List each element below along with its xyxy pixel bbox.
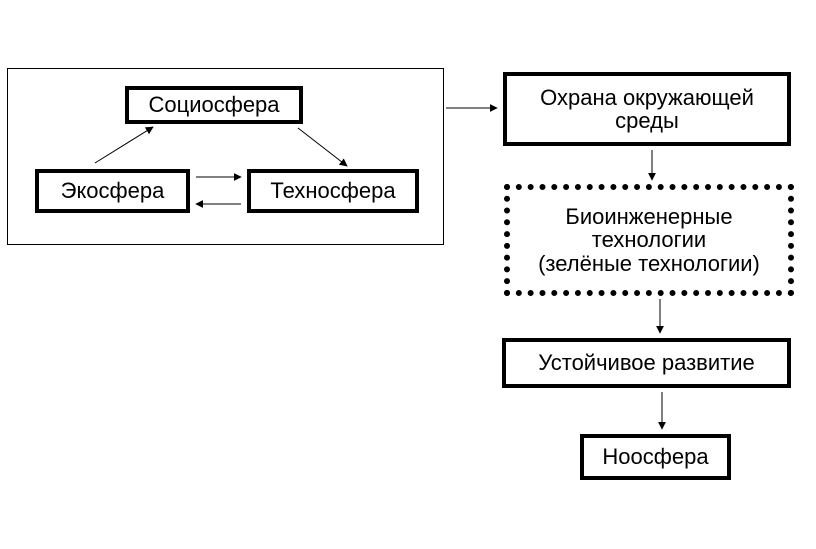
node-technosphere-label: Техносфера [270, 178, 396, 204]
node-sociosphere: Социосфера [125, 86, 303, 124]
node-sustainable-development-label: Устойчивое развитие [538, 350, 755, 376]
node-bioengineering-line-3: (зелёные технологии) [538, 250, 760, 276]
node-noosphere-label: Ноосфера [602, 444, 709, 470]
node-bioengineering-line-2: технологии [591, 227, 707, 253]
node-environment-protection-line-1: Охрана окружающей [540, 84, 754, 110]
node-sustainable-development: Устойчивое развитие [502, 338, 791, 388]
node-sociosphere-label: Социосфера [148, 92, 280, 118]
node-environment-protection: Охрана окружающей среды [503, 72, 791, 146]
node-environment-protection-line-2: среды [615, 108, 679, 133]
node-ecosphere-label: Экосфера [60, 178, 165, 204]
spheres-group-frame [7, 68, 444, 245]
node-technosphere: Техносфера [247, 169, 419, 213]
edge-sociosphere-to-technosphere [297, 127, 348, 167]
node-ecosphere: Экосфера [35, 169, 190, 213]
node-bioengineering: Биоинженерные технологии (зелёные технол… [504, 184, 794, 296]
edge-ecosphere-to-sociosphere [94, 126, 154, 164]
node-noosphere: Ноосфера [580, 434, 731, 480]
node-bioengineering-line-1: Биоинженерные [565, 204, 733, 230]
